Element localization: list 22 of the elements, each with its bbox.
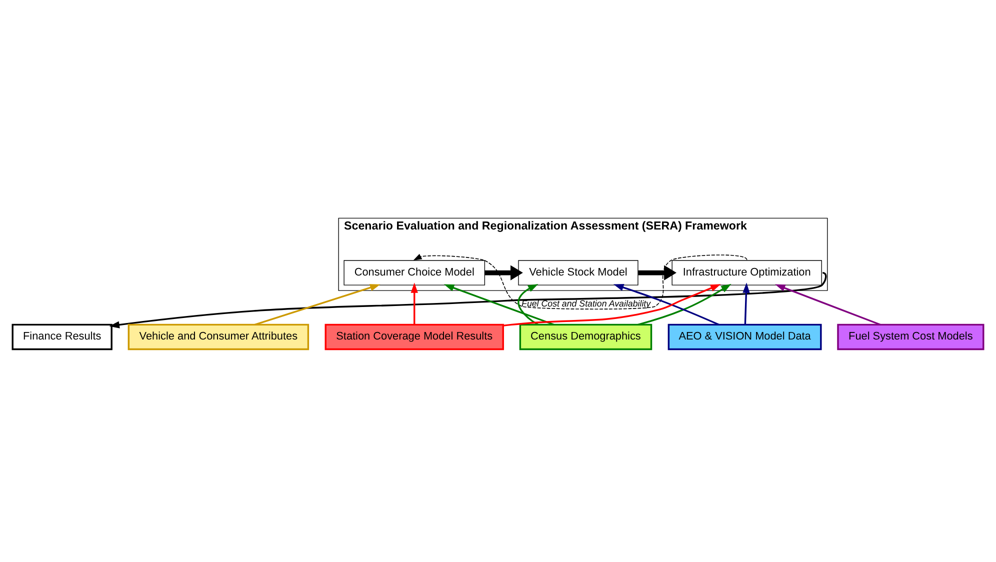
node-box: Census Demographics: [519, 324, 652, 350]
node-box: Fuel System Cost Models: [837, 324, 984, 350]
node-box: Station Coverage Model Results: [324, 324, 504, 350]
node-box: Finance Results: [12, 324, 112, 350]
arrow: [518, 284, 538, 326]
node-box: Vehicle Stock Model: [518, 260, 638, 286]
node-box: Vehicle and Consumer Attributes: [128, 324, 310, 350]
node-box: Consumer Choice Model: [344, 260, 486, 286]
arrow: [638, 284, 732, 326]
node-box: AEO & VISION Model Data: [668, 324, 822, 350]
node-box: Infrastructure Optimization: [672, 260, 822, 286]
arrow: [413, 254, 748, 310]
arrow: [484, 265, 523, 280]
edge-label: Fuel Cost and Station Availability: [522, 298, 651, 309]
arrow: [613, 284, 720, 326]
arrow: [638, 265, 676, 280]
arrow: [254, 284, 380, 326]
arrow: [410, 282, 418, 324]
arrow: [444, 284, 554, 326]
arrow: [503, 284, 721, 326]
arrow: [774, 284, 881, 326]
arrow: [742, 282, 750, 325]
